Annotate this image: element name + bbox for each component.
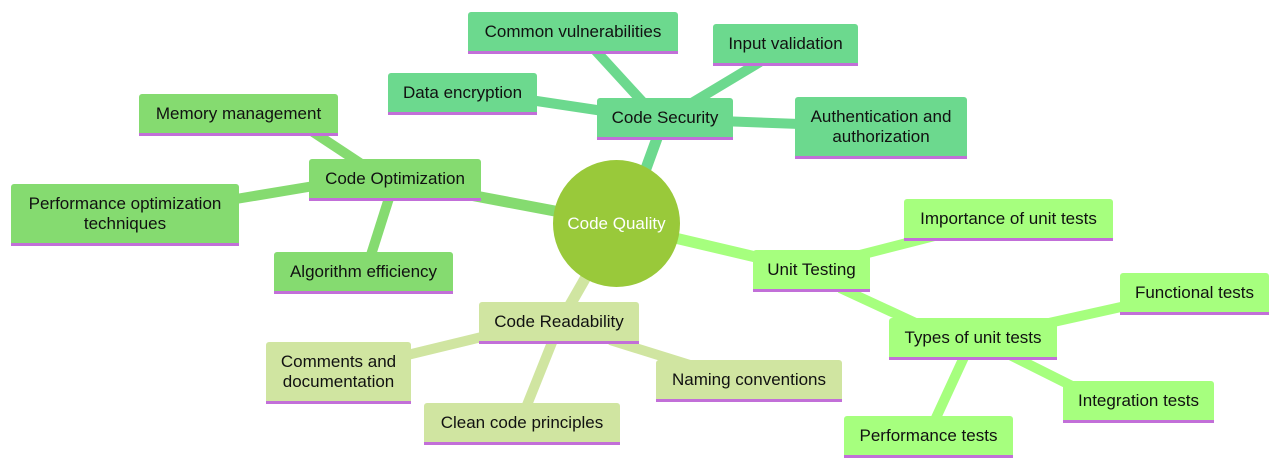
algorithm-efficiency-label: Algorithm efficiency bbox=[289, 261, 438, 281]
root-node[interactable]: Code Quality bbox=[553, 160, 680, 287]
node-performance-optimization[interactable]: Performance optimization techniques bbox=[11, 184, 239, 246]
data-encryption-label: Data encryption bbox=[402, 82, 523, 102]
node-data-encryption[interactable]: Data encryption bbox=[388, 73, 537, 115]
root-label: Code Quality bbox=[567, 213, 666, 233]
unit-testing-label: Unit Testing bbox=[767, 259, 856, 279]
performance-tests-label: Performance tests bbox=[859, 425, 998, 445]
naming-conventions-label: Naming conventions bbox=[671, 369, 827, 389]
functional-tests-label: Functional tests bbox=[1134, 282, 1255, 302]
node-authentication-authorization[interactable]: Authentication and authorization bbox=[795, 97, 967, 159]
node-input-validation[interactable]: Input validation bbox=[713, 24, 858, 66]
node-importance-unit-tests[interactable]: Importance of unit tests bbox=[904, 199, 1113, 241]
node-common-vulnerabilities[interactable]: Common vulnerabilities bbox=[468, 12, 678, 54]
node-performance-tests[interactable]: Performance tests bbox=[844, 416, 1013, 458]
clean-code-principles-label: Clean code principles bbox=[440, 412, 604, 432]
code-security-label: Code Security bbox=[611, 107, 719, 127]
integration-tests-label: Integration tests bbox=[1078, 390, 1199, 410]
edge-root-optimization bbox=[468, 189, 562, 218]
edge-optimization-algorithm bbox=[365, 193, 395, 260]
types-unit-tests-label: Types of unit tests bbox=[904, 327, 1042, 347]
edge-root-testing bbox=[673, 232, 762, 264]
edge-security-encryption bbox=[529, 95, 611, 117]
node-functional-tests[interactable]: Functional tests bbox=[1120, 273, 1269, 315]
node-clean-code-principles[interactable]: Clean code principles bbox=[424, 403, 620, 445]
node-code-optimization[interactable]: Code Optimization bbox=[309, 159, 481, 201]
node-types-unit-tests[interactable]: Types of unit tests bbox=[889, 318, 1057, 360]
comments-documentation-label: Comments and documentation bbox=[280, 351, 397, 391]
performance-optimization-label: Performance optimization techniques bbox=[28, 193, 222, 233]
code-optimization-label: Code Optimization bbox=[325, 168, 465, 188]
edge-readability-clean bbox=[520, 338, 558, 412]
node-code-readability[interactable]: Code Readability bbox=[479, 302, 639, 344]
code-readability-label: Code Readability bbox=[494, 311, 624, 331]
edge-security-auth bbox=[719, 116, 801, 129]
node-naming-conventions[interactable]: Naming conventions bbox=[656, 360, 842, 402]
node-comments-documentation[interactable]: Comments and documentation bbox=[266, 342, 411, 404]
importance-unit-tests-label: Importance of unit tests bbox=[920, 208, 1097, 228]
input-validation-label: Input validation bbox=[728, 33, 843, 53]
common-vulnerabilities-label: Common vulnerabilities bbox=[484, 21, 662, 41]
node-memory-management[interactable]: Memory management bbox=[139, 94, 338, 136]
memory-management-label: Memory management bbox=[155, 103, 322, 123]
node-integration-tests[interactable]: Integration tests bbox=[1063, 381, 1214, 423]
edge-types-performance bbox=[930, 352, 970, 423]
authentication-authorization-label: Authentication and authorization bbox=[810, 106, 952, 146]
node-algorithm-efficiency[interactable]: Algorithm efficiency bbox=[274, 252, 453, 294]
node-unit-testing[interactable]: Unit Testing bbox=[753, 250, 870, 292]
edge-optimization-performance bbox=[229, 180, 321, 205]
node-code-security[interactable]: Code Security bbox=[597, 98, 733, 140]
